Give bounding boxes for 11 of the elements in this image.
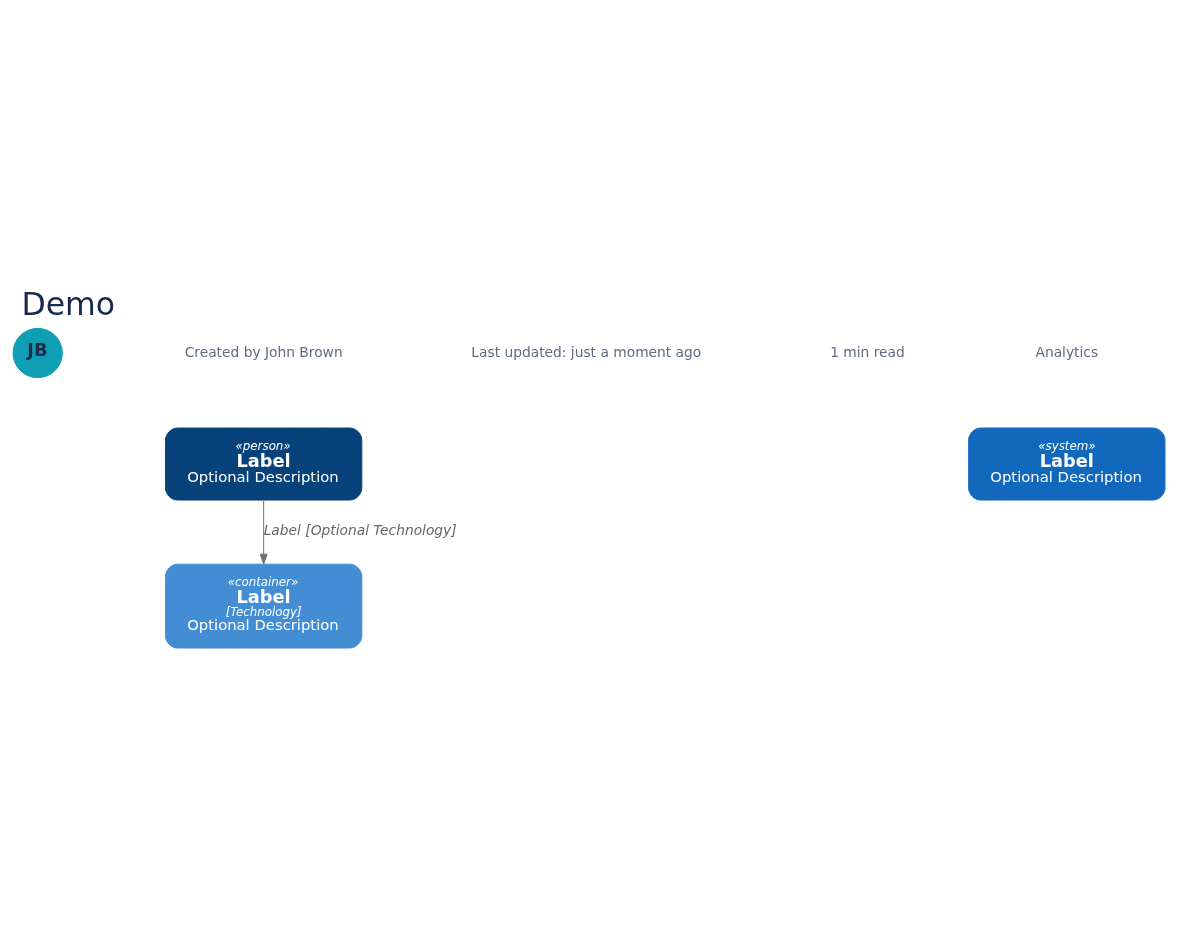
label: Analytics <box>1035 343 1099 360</box>
node-circle: JB <box>12 327 63 379</box>
node-box: «container» Label [Technology] Optional Description <box>164 563 363 649</box>
label: Created by John Brown <box>184 343 343 360</box>
label: 1 min read <box>830 343 905 360</box>
edge-label: Label [Optional Technology] <box>263 521 457 538</box>
arrow <box>259 499 268 565</box>
diagram-title: Demo <box>21 286 116 323</box>
label: Last updated: just a moment ago <box>471 343 702 360</box>
node-box: «system» Label Optional Description <box>968 427 1166 501</box>
node-box: «person» Label Optional Description <box>164 427 363 501</box>
